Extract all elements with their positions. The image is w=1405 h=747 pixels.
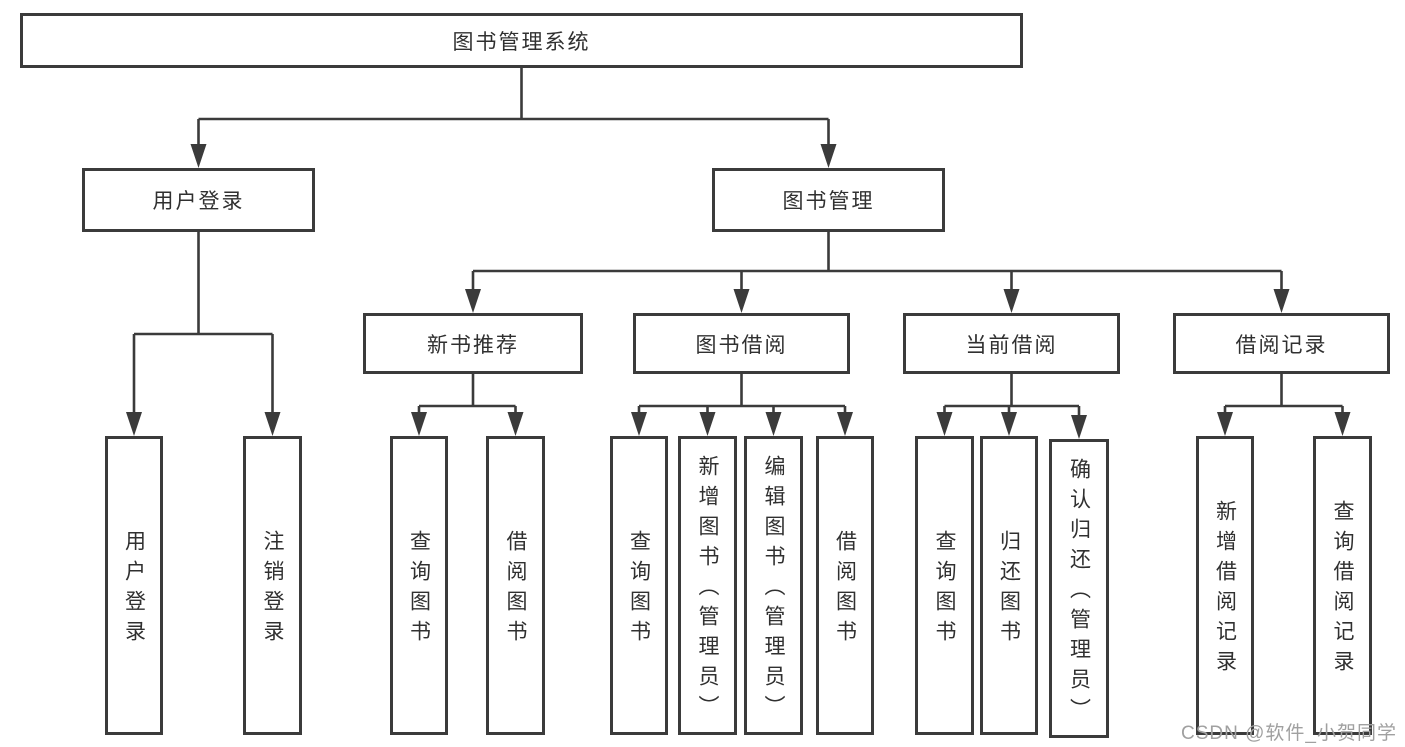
current-borrow-children-connector xyxy=(936,374,1087,439)
arrowhead xyxy=(190,144,207,168)
node-label: 确认归还（管理员） xyxy=(1067,458,1091,728)
arrowhead xyxy=(126,412,142,436)
leaf-confirm-return-admin: 确认归还（管理员） xyxy=(1049,439,1109,738)
arrowhead xyxy=(264,412,281,436)
node-label: 查询图书 xyxy=(407,530,431,650)
leaf-edit-books-admin: 编辑图书（管理员） xyxy=(744,436,803,735)
leaf-logout: 注销登录 xyxy=(243,436,302,735)
arrowhead xyxy=(837,412,853,436)
node-book-management: 图书管理 xyxy=(712,168,945,232)
node-label: 新书推荐 xyxy=(427,333,519,357)
arrowhead xyxy=(820,144,837,168)
node-label: 归还图书 xyxy=(997,530,1021,650)
node-label: 借阅图书 xyxy=(833,530,857,650)
arrowhead xyxy=(1217,412,1233,436)
node-label: 图书管理 xyxy=(782,190,875,213)
node-label: 新增图书（管理员） xyxy=(696,455,719,725)
node-label: 新增借阅记录 xyxy=(1213,500,1237,680)
arrowhead xyxy=(465,289,481,313)
node-new-book-recommendation: 新书推荐 xyxy=(363,313,583,374)
leaf-query-borrow-record: 查询借阅记录 xyxy=(1313,436,1372,735)
arrowhead xyxy=(699,412,716,436)
node-book-borrowing: 图书借阅 xyxy=(633,313,850,374)
arrowhead xyxy=(1334,412,1351,436)
arrowhead xyxy=(1071,415,1087,439)
node-label: 查询图书 xyxy=(933,530,956,650)
node-label: 注销登录 xyxy=(261,530,284,650)
leaf-current-query-books: 查询图书 xyxy=(915,436,974,735)
leaf-borrow-query-books: 查询图书 xyxy=(610,436,668,735)
arrowhead xyxy=(507,412,524,436)
leaf-recommend-borrow-books: 借阅图书 xyxy=(486,436,545,735)
arrowhead xyxy=(411,412,427,436)
node-borrowing-records: 借阅记录 xyxy=(1173,313,1390,374)
node-label: 查询借阅记录 xyxy=(1331,500,1354,680)
arrowhead xyxy=(1273,289,1290,313)
leaf-add-books-admin: 新增图书（管理员） xyxy=(678,436,737,735)
arrowhead xyxy=(936,412,953,436)
node-library-management-system: 图书管理系统 xyxy=(20,13,1023,68)
arrowhead xyxy=(631,412,647,436)
node-label: 编辑图书（管理员） xyxy=(762,455,785,725)
node-user-login: 用户登录 xyxy=(82,168,315,232)
book-management-to-level3-connector xyxy=(465,232,1290,313)
book-borrow-children-connector xyxy=(631,374,853,436)
leaf-borrow-books: 借阅图书 xyxy=(816,436,874,735)
node-label: 用户登录 xyxy=(152,190,245,213)
new-book-recommend-children-connector xyxy=(411,374,524,436)
arrowhead xyxy=(1003,289,1020,313)
node-current-borrowing: 当前借阅 xyxy=(903,313,1120,374)
leaf-user-login: 用户登录 xyxy=(105,436,163,735)
node-label: 当前借阅 xyxy=(965,333,1058,357)
node-label: 用户登录 xyxy=(122,530,146,650)
node-label: 借阅记录 xyxy=(1235,333,1328,357)
arrowhead xyxy=(1001,412,1017,436)
node-label: 借阅图书 xyxy=(504,530,527,650)
node-label: 图书借阅 xyxy=(695,333,788,357)
borrow-records-children-connector xyxy=(1217,374,1351,436)
leaf-return-books: 归还图书 xyxy=(980,436,1038,735)
leaf-add-borrow-record: 新增借阅记录 xyxy=(1196,436,1254,735)
arrowhead xyxy=(733,289,750,313)
csdn-watermark: CSDN @软件_小贺同学 xyxy=(1181,723,1397,744)
root-to-level2-connector xyxy=(190,68,837,168)
node-label: 查询图书 xyxy=(627,530,651,650)
node-label: 图书管理系统 xyxy=(452,30,591,54)
arrowhead xyxy=(765,412,782,436)
user-login-children-connector xyxy=(126,232,281,436)
leaf-recommend-query-books: 查询图书 xyxy=(390,436,448,735)
